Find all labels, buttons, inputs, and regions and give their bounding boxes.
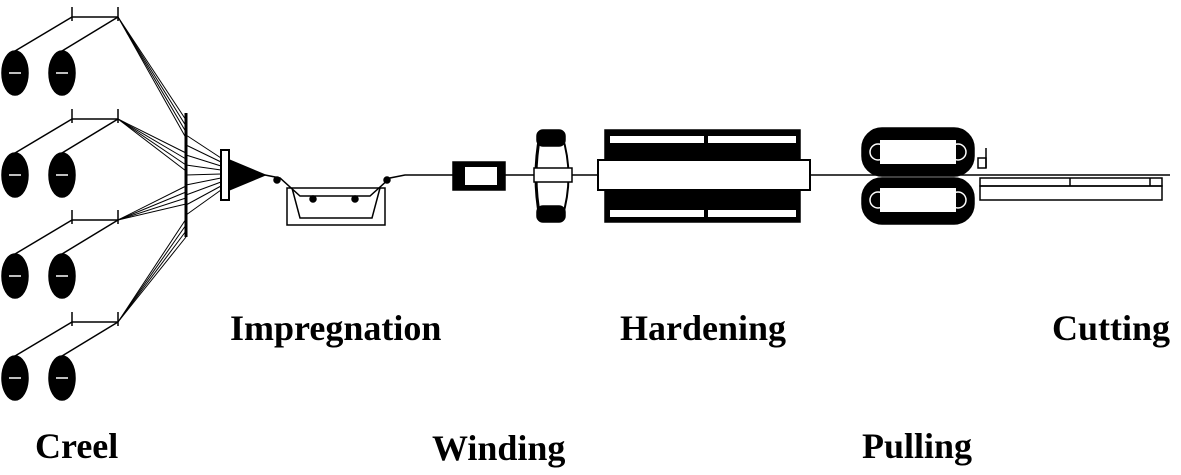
- creel-stage: [1, 7, 222, 401]
- label-winding: Winding: [432, 428, 566, 468]
- pulling-unit: [861, 127, 975, 225]
- label-hardening: Hardening: [620, 308, 787, 348]
- impregnation-tank: [273, 176, 391, 226]
- hardening-die: [597, 129, 811, 223]
- comb-guide: [184, 113, 267, 237]
- winding-unit: [533, 129, 573, 223]
- cutting-unit: [977, 148, 1163, 201]
- label-cutting: Cutting: [1052, 308, 1171, 348]
- label-creel: Creel: [35, 426, 119, 466]
- preform-box: [452, 161, 506, 191]
- label-pulling: Pulling: [862, 426, 973, 466]
- label-impregnation: Impregnation: [230, 308, 442, 348]
